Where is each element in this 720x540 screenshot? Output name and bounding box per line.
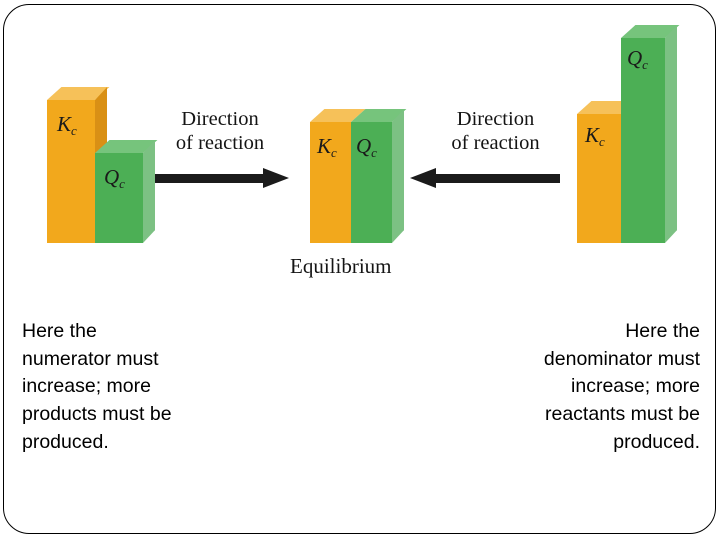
bar-label-qc-left: Qc <box>104 165 125 191</box>
bar-side-face <box>665 25 677 243</box>
bar-symbol: Q <box>104 165 120 189</box>
direction-label-line2: of reaction <box>175 131 265 154</box>
arrow-shaft <box>432 174 560 183</box>
equilibrium-diagram: Kc Qc Direction of reaction <box>47 0 697 278</box>
bar-side-face <box>392 109 404 243</box>
bar-front-face <box>47 100 95 243</box>
direction-of-reaction-label-left: Direction of reaction <box>155 108 285 155</box>
bar-side-face <box>143 140 155 243</box>
bar-front-face <box>95 153 143 243</box>
bar-label-kc-center: Kc <box>317 134 337 160</box>
bar-label-qc-center: Qc <box>356 134 377 160</box>
bar-subscript: c <box>599 134 605 149</box>
bar-group-kc-greater-than-qc: Kc Qc <box>47 0 177 243</box>
bar-front-face <box>621 38 665 243</box>
bar-symbol: K <box>585 123 600 147</box>
arrow-right-to-center <box>410 168 560 189</box>
bar-front-face <box>351 122 392 243</box>
arrow-shaft <box>146 174 267 183</box>
bar-qc-right <box>621 25 680 243</box>
arrow-left-to-center <box>146 168 289 189</box>
bar-subscript: c <box>71 123 77 138</box>
bar-kc-center <box>310 109 366 243</box>
bar-symbol: Q <box>356 134 372 158</box>
bar-label-qc-right: Qc <box>627 46 648 72</box>
bar-symbol: Q <box>627 46 643 70</box>
bar-group-equilibrium: Kc Qc <box>310 0 430 243</box>
bar-qc-center <box>351 109 407 243</box>
bar-subscript: c <box>371 145 377 160</box>
bar-subscript: c <box>331 145 337 160</box>
equilibrium-label: Equilibrium <box>290 254 392 278</box>
direction-label-line2: of reaction <box>451 131 540 154</box>
arrow-head-right-icon <box>263 168 289 188</box>
bar-front-face <box>310 122 351 243</box>
arrow-head-left-icon <box>410 168 436 188</box>
direction-label-line1: Direction <box>456 108 535 130</box>
bar-qc-left <box>95 140 158 243</box>
bar-kc-left <box>47 87 110 243</box>
bar-label-kc-left: Kc <box>57 112 77 138</box>
direction-of-reaction-label-right: Direction of reaction <box>428 108 563 155</box>
caption-right-denominator: Here the denominator must increase; more… <box>543 320 700 453</box>
bar-symbol: K <box>317 134 332 158</box>
direction-label-line1: Direction <box>181 108 259 130</box>
bar-subscript: c <box>119 176 125 191</box>
bar-kc-right <box>577 101 636 243</box>
bar-front-face <box>577 114 621 243</box>
bar-subscript: c <box>642 57 648 72</box>
bar-label-kc-right: Kc <box>585 123 605 149</box>
caption-left-numerator: Here the numerator must increase; more p… <box>22 320 172 453</box>
bar-symbol: K <box>57 112 72 136</box>
bar-group-qc-greater-than-kc: Kc Qc <box>577 0 697 243</box>
